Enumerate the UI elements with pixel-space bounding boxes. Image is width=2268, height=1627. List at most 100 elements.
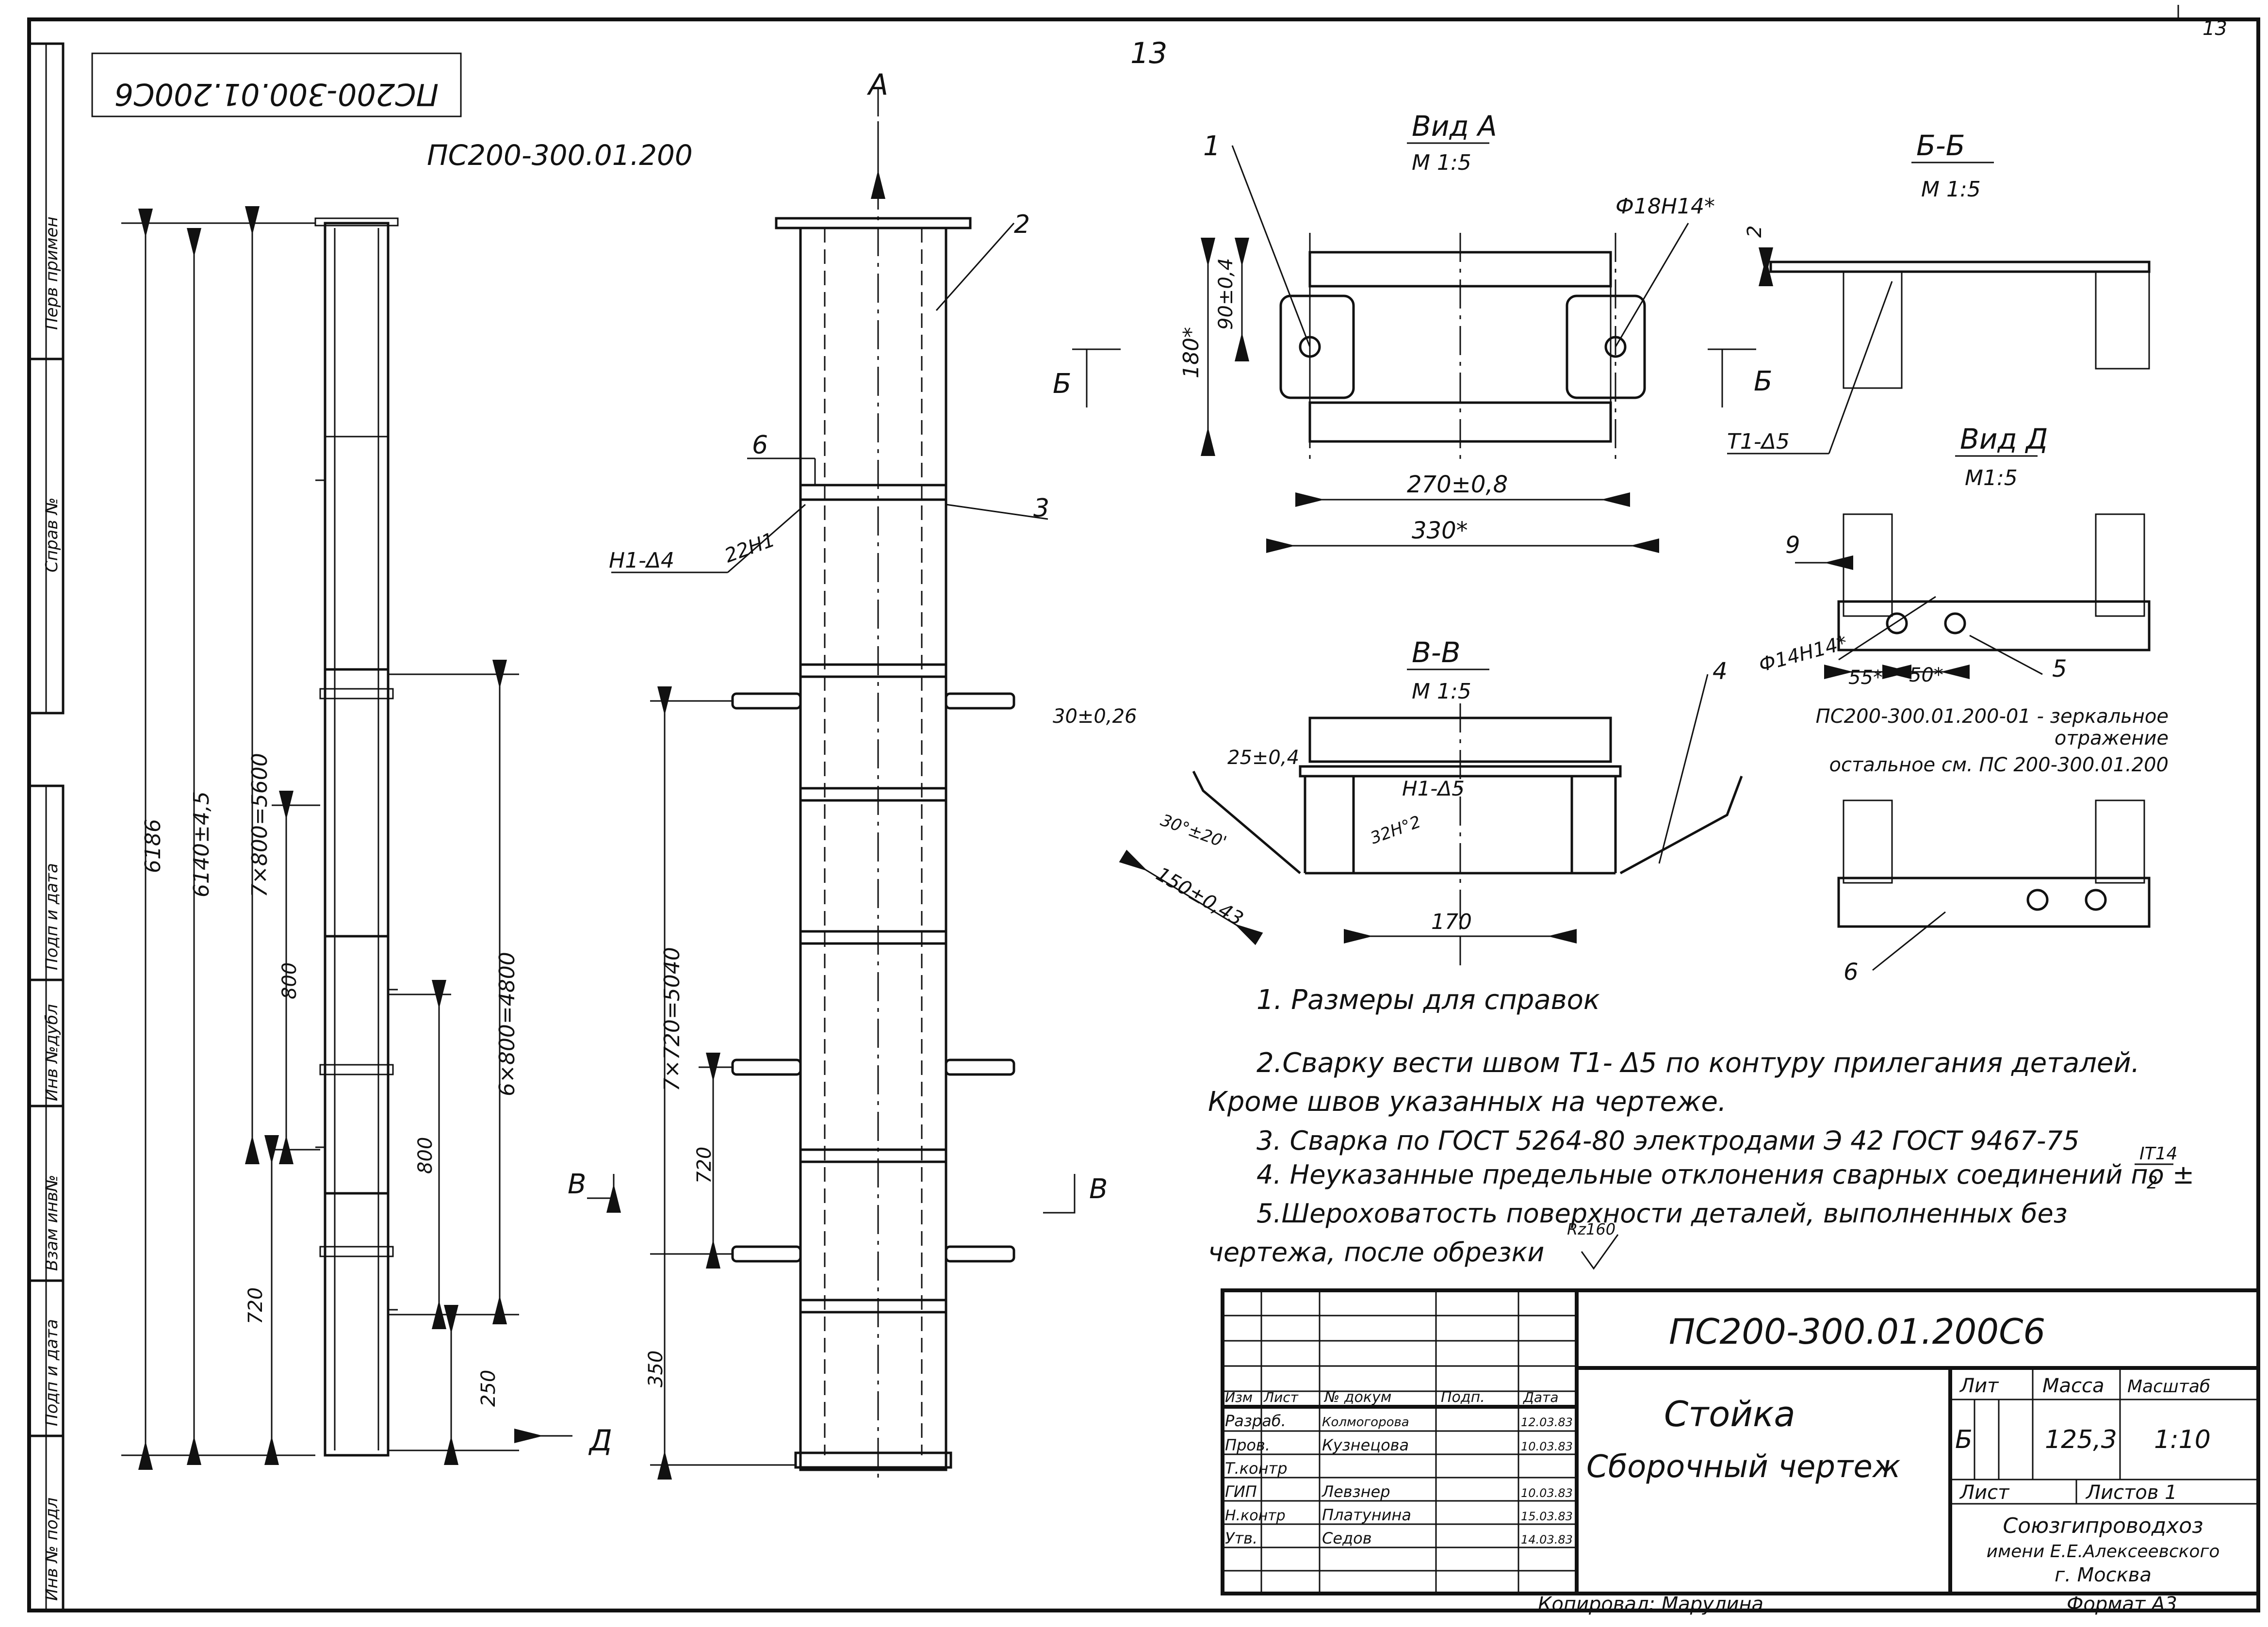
- dim-150: 150±0,43: [1152, 863, 1247, 930]
- tb-h-podp: Подп.: [1441, 1389, 1485, 1406]
- tb-role-1: Пров.: [1225, 1436, 1270, 1454]
- tb-name-0: Колмогорова: [1322, 1415, 1409, 1430]
- stamp-perv: Перв примен: [42, 216, 62, 330]
- dim-50: 50*: [1909, 664, 1943, 686]
- vv-scale: М 1:5: [1412, 679, 1471, 704]
- tb-mass-label: Масса: [2042, 1375, 2105, 1397]
- arrow-b-right: Б: [1754, 366, 1772, 397]
- view-a-scale: М 1:5: [1412, 150, 1471, 175]
- tb-org-1: Союзгипроводхоз: [2003, 1513, 2203, 1538]
- weld-h1-d4: Н1-Δ4: [609, 548, 674, 573]
- note-3: 3. Сварка по ГОСТ 5264-80 электродами Э …: [1256, 1125, 2079, 1156]
- notes-block: 1. Размеры для справок 2.Сварку вести шв…: [1208, 984, 2194, 1270]
- mirror-note-1: ПС200-300.01.200-01 - зеркальное: [1816, 705, 2169, 728]
- vv-32n2: 32Н°2: [1368, 812, 1423, 848]
- dim-5040: 7×720=5040: [660, 947, 685, 1091]
- dim-6140: 6140±4,5: [189, 791, 214, 897]
- sheet-number: 13: [1130, 36, 1167, 70]
- dim-720-front: 720: [693, 1147, 716, 1184]
- tb-role-2: Т.контр: [1225, 1459, 1288, 1478]
- front-view: А 7×720=5040 720 350 2 3 6 Н1-Δ4 22Н1: [568, 68, 1121, 1484]
- dim-55: 55*: [1848, 667, 1883, 689]
- arrow-v-right: В: [1089, 1173, 1108, 1205]
- dim-270: 270±0,8: [1407, 471, 1508, 498]
- arrow-d-label: Д: [588, 1424, 612, 1458]
- dim-330: 330*: [1412, 517, 1468, 544]
- page-mark: 13: [2203, 17, 2227, 40]
- arrow-b-left: Б: [1053, 368, 1071, 400]
- note-2b: Кроме швов указанных на чертеже.: [1208, 1086, 1727, 1118]
- bb-title: Б-Б: [1916, 129, 1965, 162]
- stamp-sprav: Справ №: [42, 497, 62, 572]
- note-5b: чертежа, после обрезки: [1208, 1237, 1544, 1268]
- tb-title: Стойка: [1664, 1394, 1795, 1434]
- note-4: 4. Неуказанные предельные отклонения сва…: [1256, 1159, 2194, 1190]
- dim-350: 350: [645, 1350, 667, 1387]
- tol-num: IT14: [2139, 1144, 2177, 1164]
- mirrored-code-box: [91, 52, 462, 117]
- pos-9: 9: [1785, 532, 1800, 559]
- view-d-title: Вид Д: [1960, 423, 2048, 456]
- section-bb: Б-Б М 1:5 2 Т1-Δ5: [1727, 129, 2151, 455]
- tb-date-3: 10.03.83: [1521, 1486, 1573, 1500]
- tb-name-4: Платунина: [1322, 1506, 1411, 1524]
- dim-720-left: 720: [245, 1287, 267, 1324]
- arrow-a-label: А: [866, 68, 888, 102]
- stamp-inv-dubl: Инв №дубл: [42, 1004, 62, 1101]
- tb-h-izm: Изм: [1225, 1389, 1253, 1405]
- vv-title: В-В: [1412, 636, 1461, 669]
- dim-25: 25±0,4: [1227, 747, 1299, 769]
- tb-role-4: Н.контр: [1225, 1507, 1286, 1524]
- tb-org-3: г. Москва: [2055, 1564, 2152, 1586]
- side-view: 6186 6140±4,5 7×800=5600 800 6×800=4800 …: [121, 206, 612, 1470]
- dim-250: 250: [477, 1370, 500, 1407]
- sheet-frame: [27, 17, 2260, 1612]
- tb-scale-label: Масштаб: [2127, 1377, 2210, 1397]
- dim-f18: Ф18Н14*: [1615, 194, 1715, 219]
- tb-code: ПС200-300.01.200С6: [1669, 1311, 2045, 1352]
- note-5: 5.Шероховатость поверхности деталей, вып…: [1256, 1198, 2067, 1229]
- dim-800-a: 800: [278, 962, 301, 999]
- section-vv: В-В М 1:5 170 150±0,43 30±0,26 25±0,4 30…: [1053, 636, 1743, 965]
- roughness: Rz160: [1567, 1220, 1615, 1238]
- tb-lit: Б: [1955, 1425, 1973, 1454]
- pos-3: 3: [1033, 494, 1049, 523]
- tb-date-5: 14.03.83: [1521, 1533, 1573, 1546]
- tb-role-5: Утв.: [1225, 1529, 1257, 1547]
- tb-h-date: Дата: [1522, 1389, 1559, 1405]
- pos-5: 5: [2052, 655, 2067, 683]
- bb-scale: М 1:5: [1921, 177, 1981, 202]
- tb-org-2: имени Е.Е.Алексеевского: [1987, 1542, 2220, 1562]
- title-block: Изм Лист № докум Подп. Дата Разраб. Колм…: [1221, 1288, 2260, 1595]
- dim-4800: 6×800=4800: [495, 952, 520, 1096]
- weld-t1-d5: Т1-Δ5: [1727, 429, 1790, 454]
- top-code: ПС200-300.01.200: [427, 139, 693, 172]
- tb-subtitle: Сборочный чертеж: [1586, 1449, 1901, 1485]
- side-stamp: Перв примен Справ № Подп и дата Инв №дуб…: [28, 42, 65, 1612]
- view-a-title: Вид А: [1412, 110, 1497, 143]
- view-a: Вид А М 1:5 180* 90±0,4 270±0,8 330* Ф18…: [1179, 110, 1772, 553]
- weld-22n1: 22Н1: [722, 529, 778, 568]
- view-d: Вид Д М1:5 9 55* 50* Ф14Н14* 5 ПС200-300…: [1757, 423, 2169, 986]
- pos-6-front: 6: [752, 431, 768, 460]
- tb-h-list: Лист: [1263, 1389, 1299, 1405]
- dim-170: 170: [1431, 910, 1472, 934]
- mirror-note-3: остальное см. ПС 200-300.01.200: [1829, 754, 2169, 776]
- tol-den: 2: [2147, 1173, 2158, 1193]
- mirrored-code: ПС200-300.01.200С6: [114, 77, 439, 112]
- dim-f14: Ф14Н14*: [1757, 632, 1850, 677]
- stamp-inv-podl: Инв № подл: [42, 1497, 62, 1601]
- dim-180: 180*: [1179, 327, 1204, 378]
- stamp-vzam: Взам инв№: [42, 1175, 62, 1271]
- tb-date-4: 15.03.83: [1521, 1510, 1573, 1523]
- pos-4: 4: [1713, 658, 1728, 685]
- pos-2: 2: [1014, 210, 1030, 239]
- tb-name-3: Левзнер: [1322, 1482, 1390, 1501]
- tb-h-doc: № докум: [1323, 1389, 1391, 1406]
- dim-800-b: 800: [414, 1137, 437, 1174]
- bb-dim-2: 2: [1744, 226, 1766, 238]
- dim-30: 30±0,26: [1053, 705, 1137, 728]
- pos-1: 1: [1203, 130, 1221, 162]
